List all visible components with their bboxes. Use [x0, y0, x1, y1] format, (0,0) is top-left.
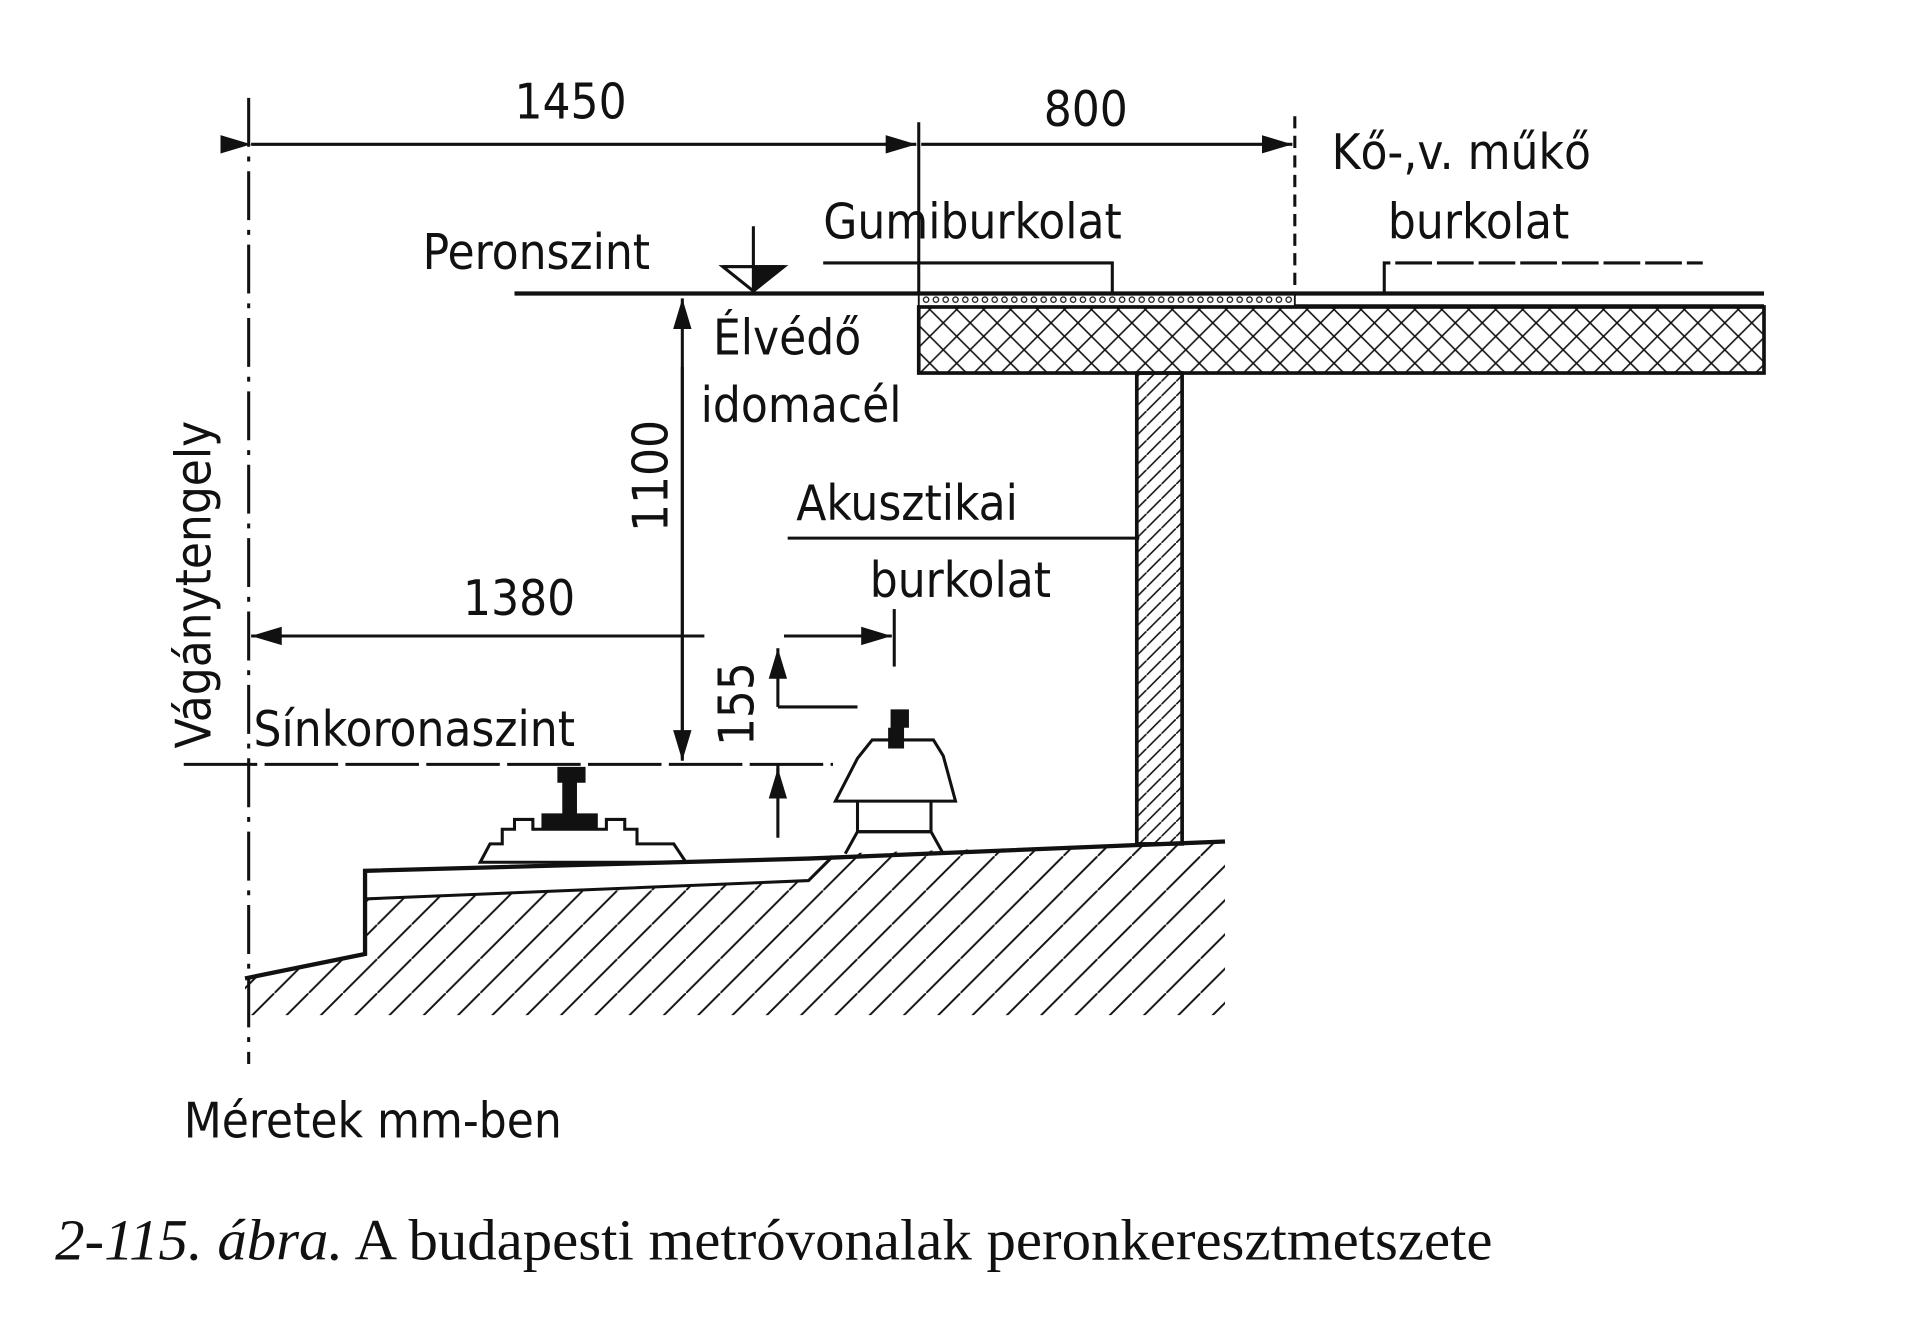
- running-rail: [477, 766, 689, 864]
- edge-guard-label-2: idomacél: [701, 377, 902, 434]
- rubber-paving-strip: [917, 292, 1296, 308]
- acoustic-label-1: Akusztikai: [796, 475, 1018, 532]
- stone-paving-label-1: Kő-,v. műkő: [1332, 124, 1591, 181]
- level-triangle-fill: [753, 266, 784, 292]
- acoustic-label-2: burkolat: [870, 552, 1051, 609]
- dimension-1100: 1100: [623, 420, 680, 532]
- platform-level-label: Peronszint: [423, 224, 650, 281]
- dimension-1450: 1450: [515, 74, 627, 131]
- track-bed: [245, 841, 1225, 1016]
- concrete-slab-line: [364, 855, 835, 901]
- caption-number: 2-115. ábra.: [55, 1208, 343, 1273]
- edge-guard-label-1: Élvédő: [713, 308, 861, 367]
- caption-text: A budapesti metróvonalak peronkeresztmet…: [343, 1208, 1492, 1273]
- track-axis-label: Vágánytengely: [166, 421, 223, 749]
- units-note: Méretek mm-ben: [184, 1092, 562, 1149]
- platform-slab: [916, 305, 1766, 375]
- figure-caption: 2-115. ábra. A budapesti metróvonalak pe…: [55, 1208, 1492, 1273]
- rail-top-level-label: Sínkoronaszint: [254, 701, 575, 758]
- leader-line: [1382, 261, 1703, 294]
- rubber-paving-label: Gumiburkolat: [823, 194, 1122, 251]
- dimension-155: 155: [708, 662, 765, 746]
- leader-line: [823, 261, 1114, 294]
- dimension-1380: 1380: [463, 570, 575, 627]
- power-rail: [832, 709, 958, 855]
- support-column: [1134, 371, 1184, 846]
- track-bed-outline: [244, 839, 1226, 981]
- dimension-800: 800: [1044, 81, 1128, 138]
- stone-paving-label-2: burkolat: [1388, 194, 1569, 251]
